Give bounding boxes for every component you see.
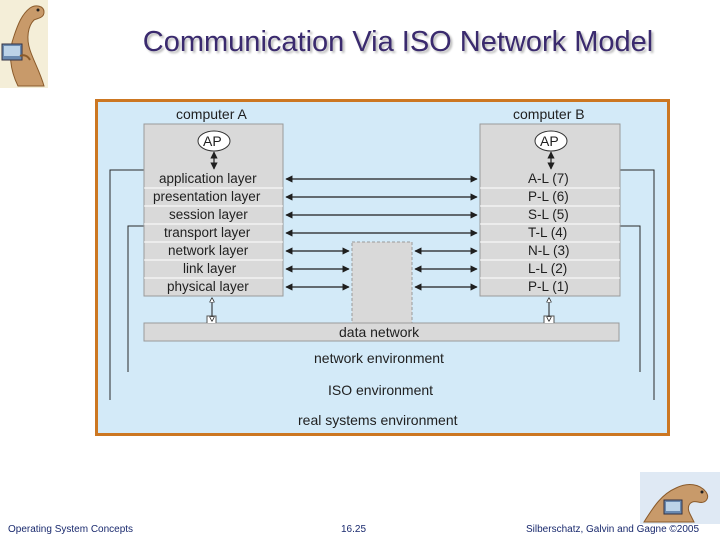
computer-a-layer-dividers bbox=[144, 187, 283, 279]
peer-arrows bbox=[285, 175, 478, 291]
computer-b-layer-7: A-L (7) bbox=[528, 171, 569, 186]
iso-environment-label: ISO environment bbox=[328, 382, 434, 398]
computer-a-layer-presentation: presentation layer bbox=[153, 189, 261, 204]
computer-b-ap-ellipse bbox=[534, 130, 568, 152]
computer-a-ap-label: AP bbox=[203, 133, 222, 149]
intermediate-node-box bbox=[351, 241, 413, 325]
footer-right: Silberschatz, Galvin and Gagne ©2005 bbox=[526, 524, 700, 535]
computer-b-layer-5: S-L (5) bbox=[528, 207, 569, 222]
computer-b-layer-2: L-L (2) bbox=[528, 261, 568, 276]
computer-a-stack bbox=[143, 123, 284, 297]
computer-b-layer-3: N-L (3) bbox=[528, 243, 570, 258]
data-network-label: data network bbox=[339, 324, 420, 340]
footer-page-number: 16.25 bbox=[341, 524, 367, 535]
computer-a-layer-link: link layer bbox=[183, 261, 237, 276]
computer-b-stack bbox=[479, 123, 621, 297]
footer-left: Operating System Concepts bbox=[8, 524, 134, 535]
computer-a-layer-session: session layer bbox=[169, 207, 248, 222]
computer-a-layer-physical: physical layer bbox=[167, 279, 249, 294]
computer-a-label: computer A bbox=[176, 106, 247, 122]
computer-b-layer-6: P-L (6) bbox=[528, 189, 569, 204]
environment-boundaries bbox=[109, 169, 655, 400]
real-systems-environment-label: real systems environment bbox=[298, 412, 458, 428]
computer-a-ap-ellipse bbox=[197, 130, 231, 152]
computer-a-layer-network: network layer bbox=[168, 243, 249, 258]
iso-boundary bbox=[127, 225, 641, 372]
computer-a-layer-application: application layer bbox=[159, 171, 257, 186]
network-connectors bbox=[206, 298, 555, 323]
dinosaur-logo-bottom bbox=[640, 472, 720, 524]
network-environment-label: network environment bbox=[314, 350, 444, 366]
dinosaur-logo-top bbox=[0, 0, 48, 88]
real-systems-boundary bbox=[109, 169, 655, 400]
computer-a-layer-transport: transport layer bbox=[164, 225, 251, 240]
computer-b-layer-4: T-L (4) bbox=[528, 225, 568, 240]
computer-b-layer-1: P-L (1) bbox=[528, 279, 569, 294]
computer-b-layer-dividers bbox=[480, 187, 620, 279]
computer-b-ap-label: AP bbox=[540, 133, 559, 149]
computer-b-label: computer B bbox=[513, 106, 585, 122]
slide-title: Communication Via ISO Network Model bbox=[142, 26, 654, 58]
data-network-bar bbox=[143, 322, 620, 342]
